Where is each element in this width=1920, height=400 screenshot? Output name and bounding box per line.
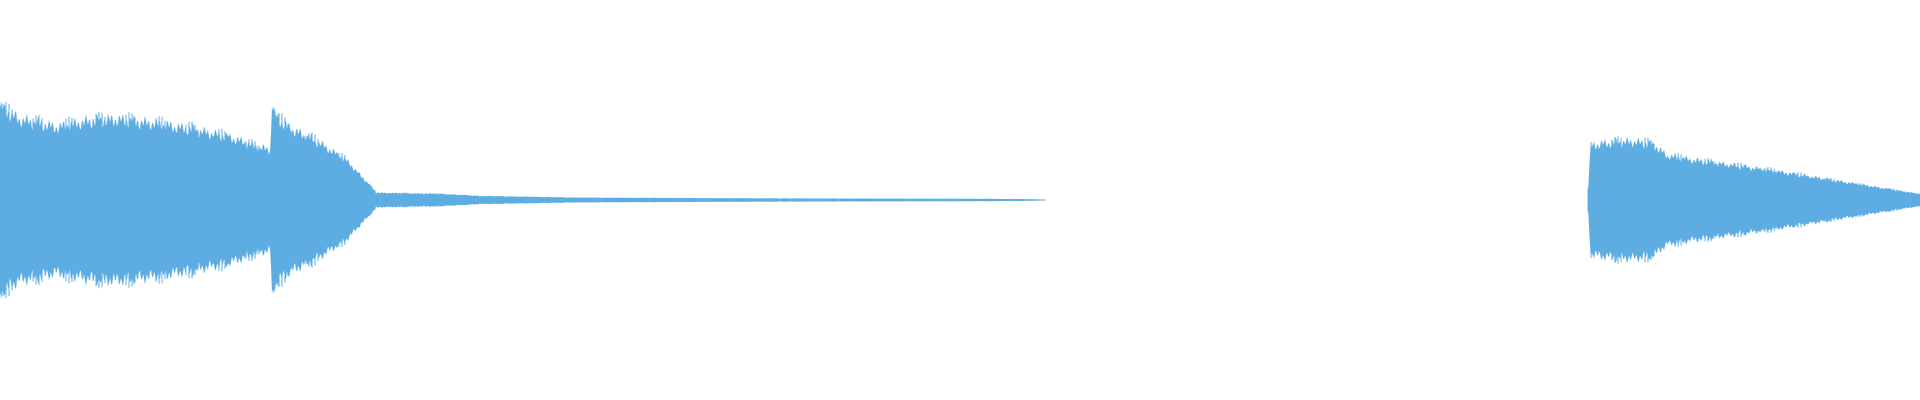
waveform-group bbox=[0, 101, 1920, 299]
waveform-segment-1 bbox=[0, 101, 1046, 299]
waveform-segment-2 bbox=[1588, 136, 1920, 264]
